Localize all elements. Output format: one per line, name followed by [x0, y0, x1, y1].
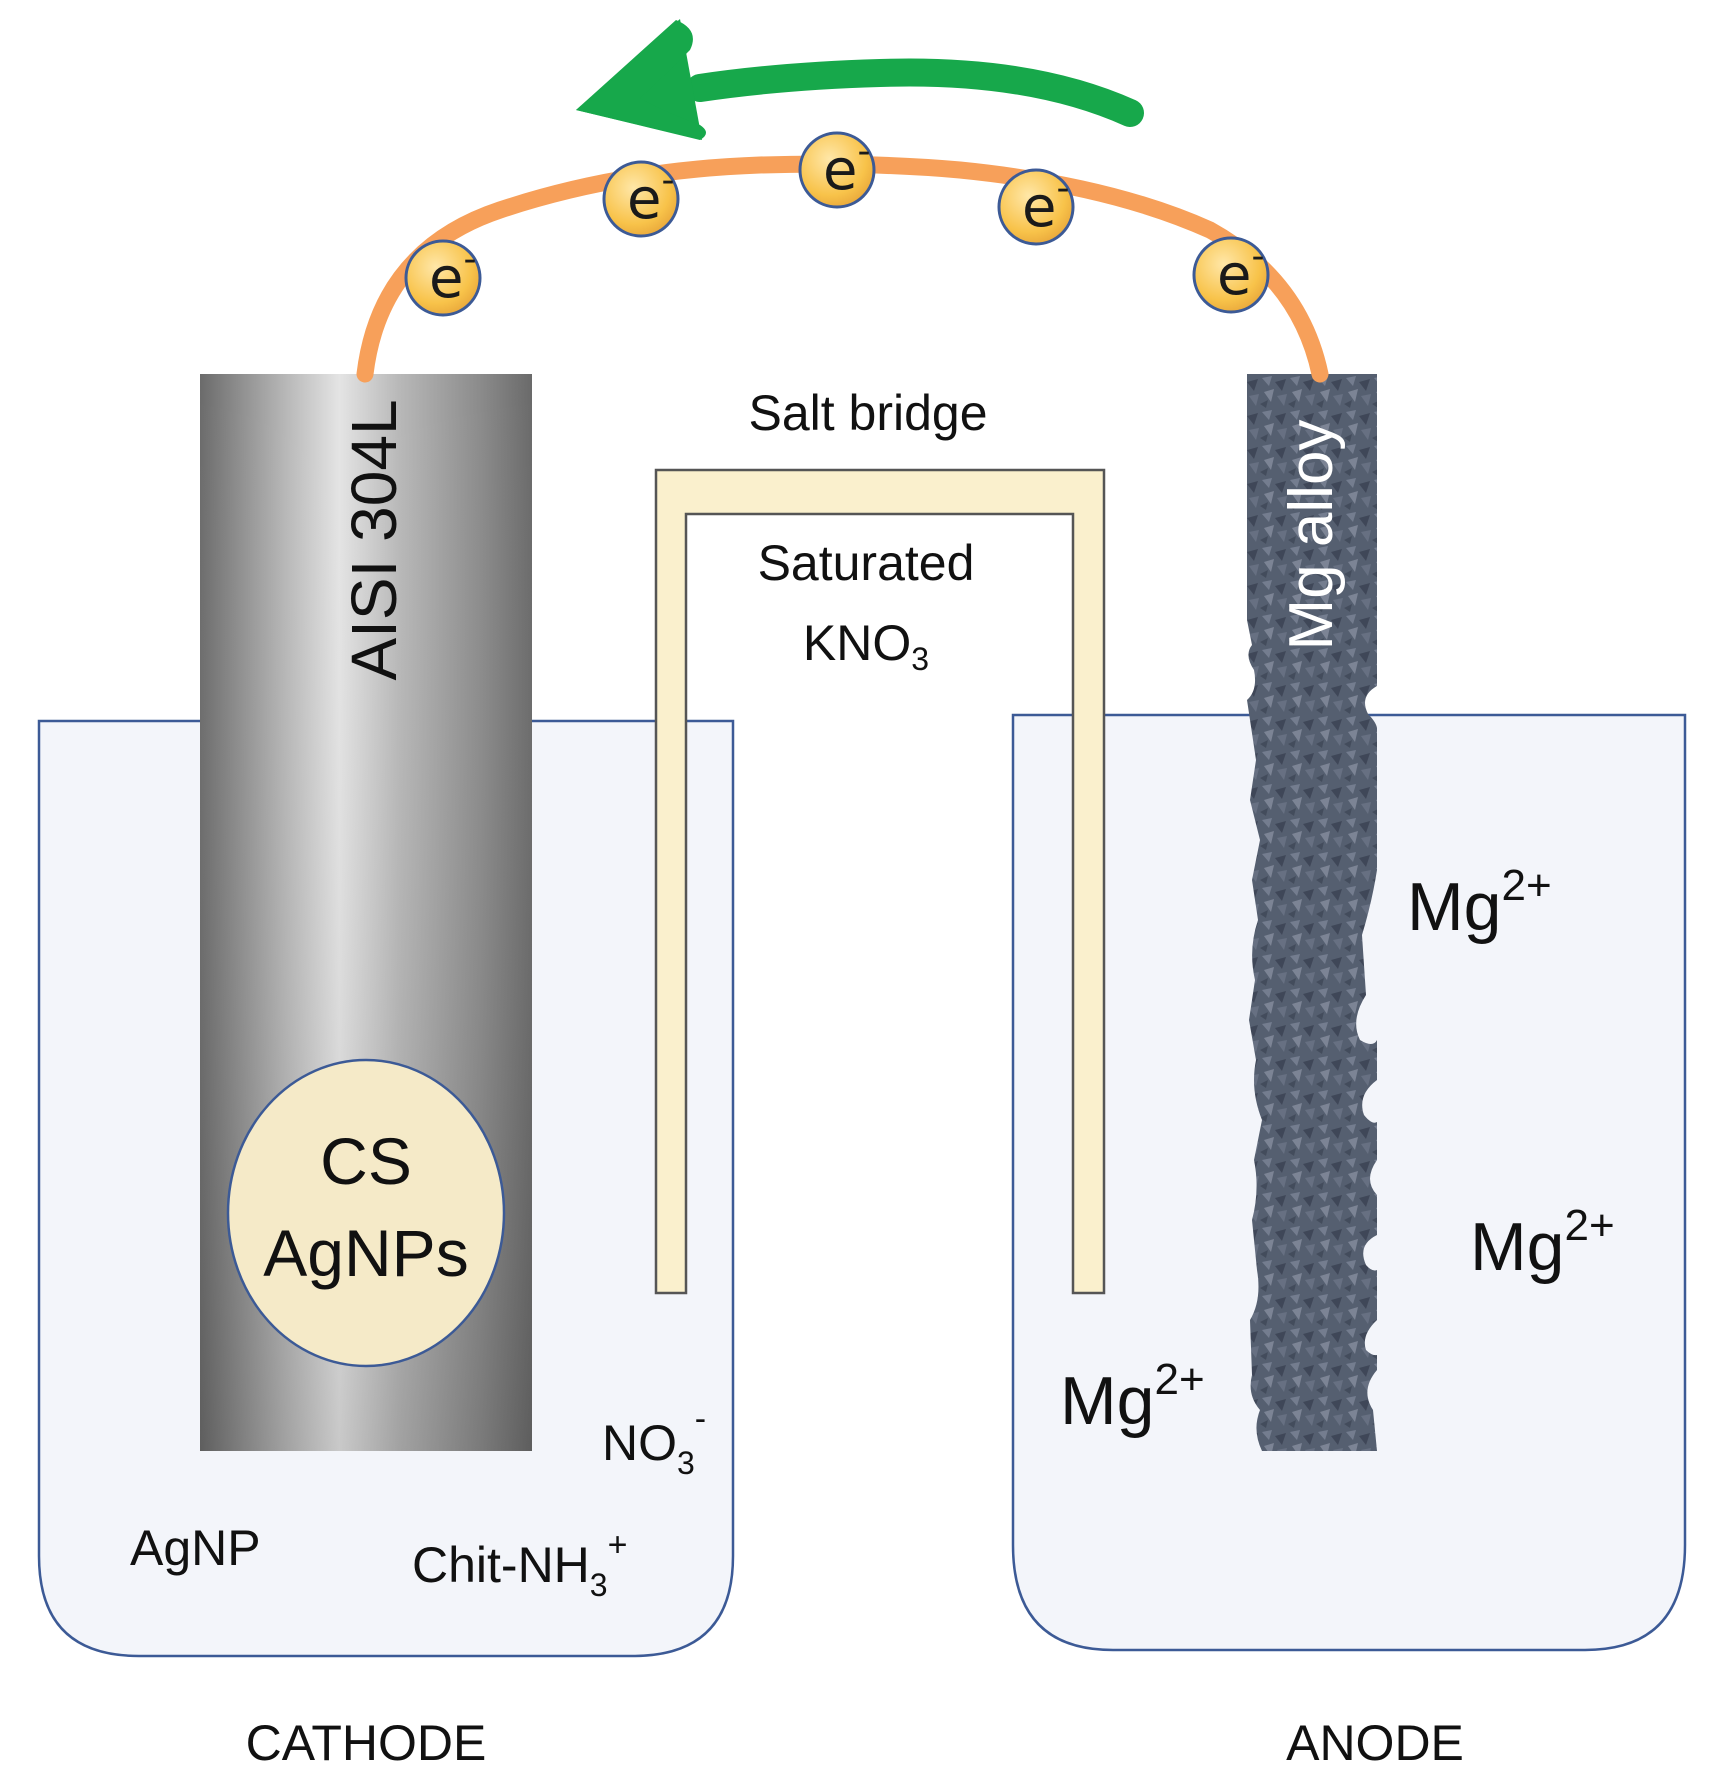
- agnp-label: AgNP: [130, 1520, 261, 1576]
- electron-label: e-: [823, 131, 870, 203]
- cathode-electrode-label: AISI 304L: [338, 399, 410, 680]
- electrons-group: e-e-e-e-e-: [404, 131, 1270, 317]
- anode-electrode-label: Mg alloy: [1277, 420, 1346, 651]
- arrow-head-fill: [576, 20, 706, 140]
- electron-icon: e-: [404, 239, 482, 317]
- coating-label-line2: AgNPs: [263, 1216, 468, 1290]
- salt-bridge-tube: [654, 468, 1106, 1295]
- mg-ion-label-1: Mg2+: [1407, 861, 1552, 945]
- electron-label: e-: [429, 239, 476, 311]
- mg-alloy-electrode: [1247, 374, 1377, 1451]
- electron-label: e-: [627, 160, 674, 232]
- no3-ion-label: NO3-: [602, 1400, 706, 1481]
- electron-label: e-: [1217, 236, 1264, 308]
- mg-ion-label-3: Mg2+: [1060, 1355, 1205, 1439]
- electron-label: e-: [1022, 168, 1069, 240]
- cs-agnps-coating: [226, 1058, 506, 1368]
- curved-arrow-left-icon: [686, 58, 1144, 127]
- salt-bridge-content-kno3: KNO3: [803, 615, 929, 677]
- anode-caption: ANODE: [1286, 1715, 1464, 1771]
- mg-ion-label-2: Mg2+: [1470, 1201, 1615, 1285]
- electron-icon: e-: [997, 168, 1075, 246]
- chitosan-ion-label: Chit-NH3+: [412, 1526, 627, 1603]
- electron-icon: e-: [602, 160, 680, 238]
- coating-label-line1: CS: [320, 1124, 412, 1198]
- salt-bridge-content-line1: Saturated: [758, 535, 975, 591]
- salt-bridge-title: Salt bridge: [748, 385, 987, 441]
- electron-icon: e-: [798, 131, 876, 209]
- electron-icon: e-: [1192, 236, 1270, 314]
- cathode-caption: CATHODE: [246, 1715, 487, 1771]
